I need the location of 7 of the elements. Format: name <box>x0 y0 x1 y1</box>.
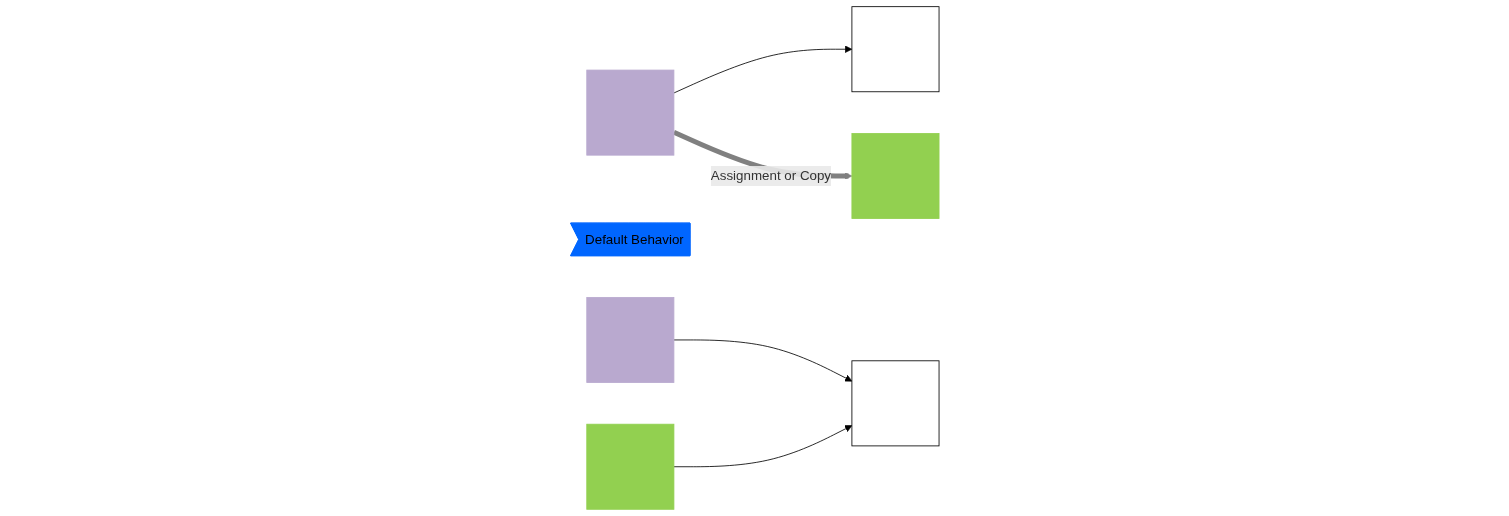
node-box <box>586 297 674 383</box>
node-box <box>586 423 674 510</box>
node-box <box>851 360 940 447</box>
edge-label: Assignment or Copy <box>710 168 831 183</box>
node-box <box>851 133 940 219</box>
node-box <box>851 6 940 93</box>
node-box <box>586 69 674 156</box>
